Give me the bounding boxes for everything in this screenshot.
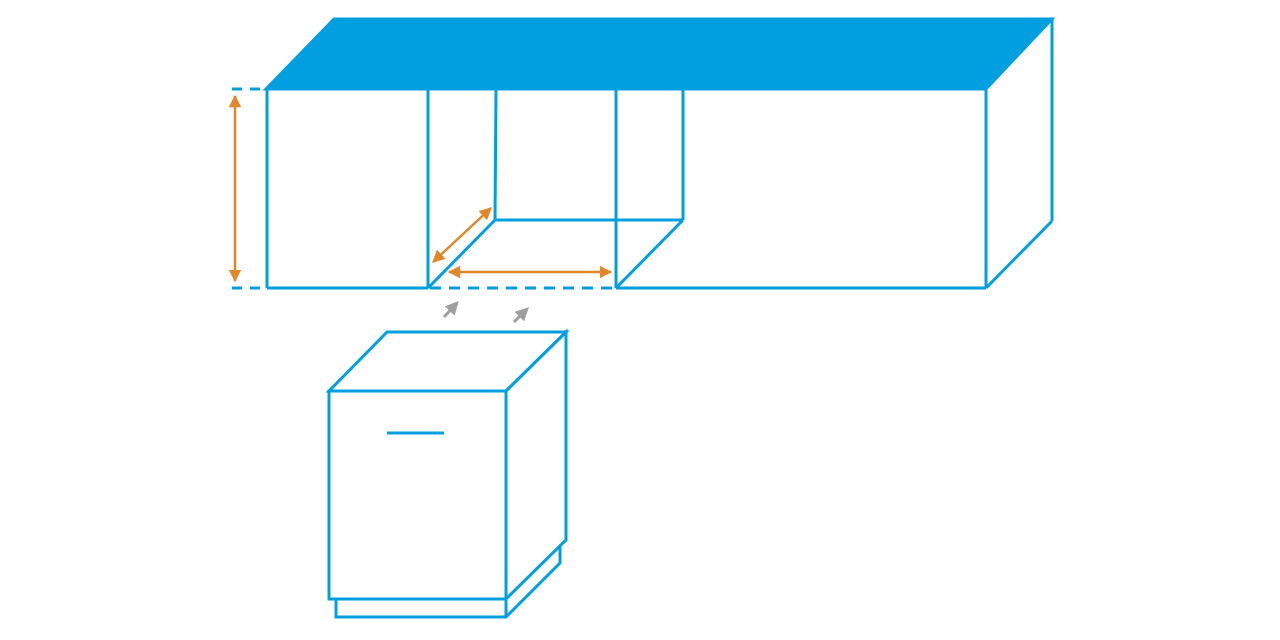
opening-floor-left-edge — [426, 218, 497, 290]
dishwasher-kickplate — [334, 546, 562, 619]
dishwasher — [325, 328, 570, 619]
depth-dimension-arrow — [432, 207, 492, 263]
opening-back-left-edge — [493, 88, 498, 221]
insert-arrow-left — [442, 301, 459, 319]
height-reference-lines — [232, 87, 266, 290]
dishwasher-top-face — [325, 330, 570, 393]
appliance-opening — [426, 88, 685, 290]
dimension-arrows — [228, 94, 613, 283]
insert-direction-arrows — [442, 301, 529, 324]
countertop-cabinet — [262, 17, 1056, 290]
cabinet-side-bottom-edge — [984, 219, 1054, 290]
insert-arrow-right — [512, 307, 529, 324]
dishwasher-front-door — [327, 389, 508, 601]
dishwasher-side-face — [504, 328, 568, 603]
opening-floor-right-edge — [614, 218, 685, 290]
countertop-top-surface — [262, 17, 1056, 91]
